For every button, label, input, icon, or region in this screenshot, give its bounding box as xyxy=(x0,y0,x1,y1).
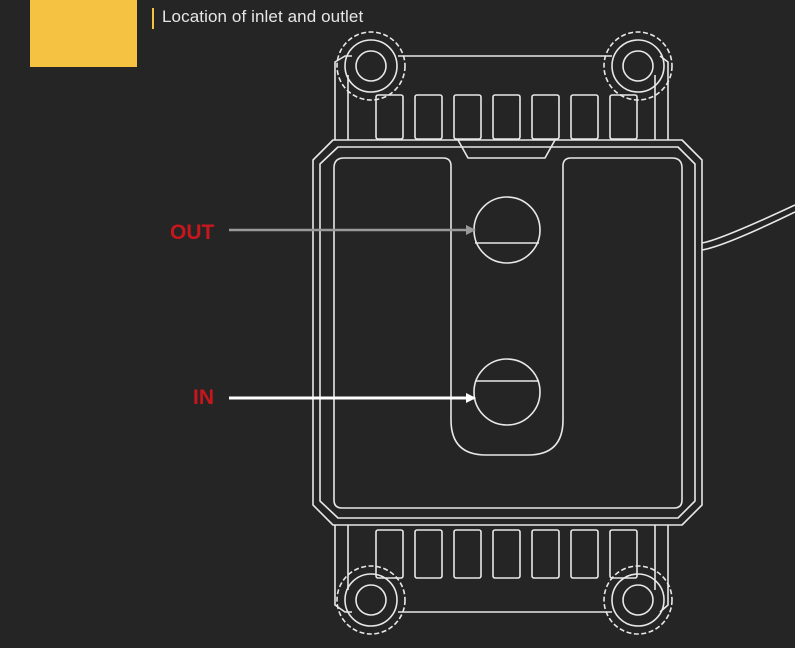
inlet-label: IN xyxy=(193,386,214,409)
top-fins xyxy=(375,94,638,140)
outlet-port xyxy=(473,196,541,264)
inner-panel xyxy=(333,157,683,509)
block-outer-inset xyxy=(319,146,696,519)
accent-block xyxy=(30,0,137,67)
inlet-port xyxy=(473,358,541,426)
screw-bottom-left xyxy=(336,565,406,635)
heading-divider xyxy=(152,8,154,29)
cable xyxy=(701,204,795,244)
block-outer-body xyxy=(312,139,703,526)
top-plate-notch xyxy=(457,139,556,159)
cable-2 xyxy=(701,211,795,251)
screw-top-left xyxy=(336,31,406,101)
screw-bottom-right xyxy=(603,565,673,635)
screw-top-right xyxy=(603,31,673,101)
outlet-label: OUT xyxy=(170,221,215,244)
bottom-bracket-inner xyxy=(347,525,656,590)
top-mounting-bracket xyxy=(334,55,669,140)
bottom-fins xyxy=(375,529,638,579)
page-title: Location of inlet and outlet xyxy=(162,7,364,26)
